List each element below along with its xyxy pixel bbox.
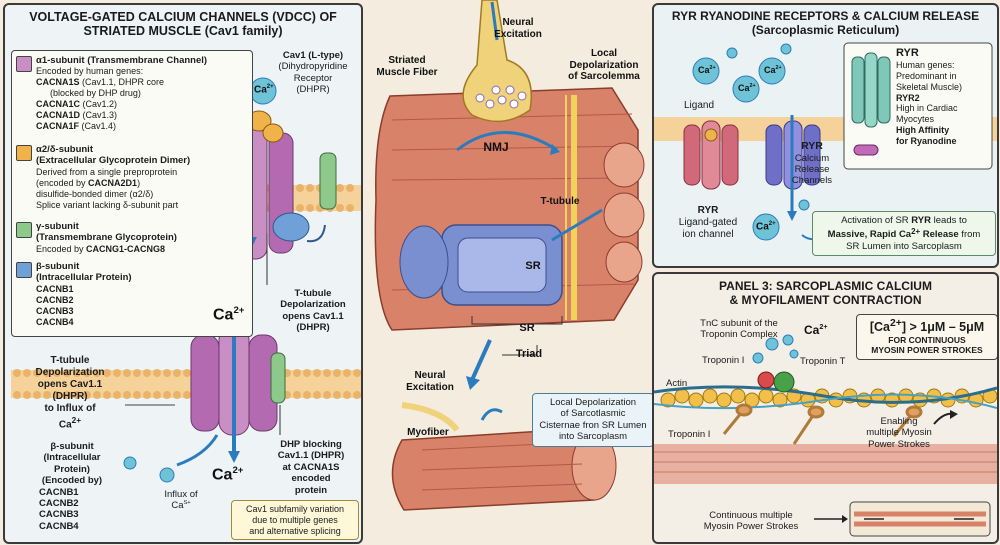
ryr-ca-3: Ca2+: [764, 65, 782, 75]
ryr-illustration: [654, 42, 997, 241]
ryr-activation-box: Activation of SR RYR leads to Massive, R…: [812, 211, 996, 257]
myofilament-illustration: [654, 334, 997, 537]
cav1-label: Cav1 (L-type) (Dihydropyridine Receptor …: [278, 50, 348, 96]
enabling-power-strokes-label: Enabling multiple Myosin Power Strokes: [866, 416, 932, 450]
vdcc-illustration: [11, 77, 361, 483]
vdcc-panel: VOLTAGE-GATED CALCIUM CHANNELS (VDCC) OF…: [3, 3, 363, 544]
myofiber-label: Myofiber: [407, 427, 449, 438]
troponin-i-top-label: Troponin I: [702, 355, 745, 366]
beta-swatch: [16, 262, 32, 278]
tnc-label: TnC subunit of the Troponin Complex: [700, 318, 778, 341]
influx-label: Influx of CaS+: [164, 489, 198, 512]
alpha2-delta-swatch: [16, 145, 32, 161]
calcium-concentration-box: [Ca2+] > 1μM – 5μM FOR CONTINUOUS MYOSIN…: [856, 314, 997, 360]
ryr-ca-4: Ca2+: [756, 221, 776, 233]
vdcc-title: VOLTAGE-GATED CALCIUM CHANNELS (VDCC) OF…: [29, 10, 337, 39]
myofilament-title: PANEL 3: SARCOPLASMIC CALCIUM & MYOFILAM…: [719, 279, 932, 307]
legend-gamma: γ-subunit (Transmembrane Glycoprotein) E…: [16, 221, 248, 255]
ryr-info-box: RYR Human genes: Predominant in Skeletal…: [896, 47, 963, 146]
ryr-title: RYR RYANODINE RECEPTORS & CALCIUM RELEAS…: [671, 9, 980, 37]
ligand-label: Ligand: [684, 100, 715, 111]
panel3-ca: Ca2+: [804, 322, 828, 337]
actin-label: Actin: [666, 378, 688, 389]
ttubule-depol-right: T-tubule Depolarization opens Cav1.1 (DH…: [280, 288, 346, 334]
legend-alpha2-delta: α2/δ-subunit (Extracellular Glycoprotein…: [16, 144, 248, 211]
troponin-i-bottom-label: Troponin I: [668, 429, 711, 440]
cav1-footnote: Cav1 subfamily variation due to multiple…: [231, 500, 359, 541]
sr-label-2: SR: [519, 322, 535, 334]
ryr-ca-1: Ca2+: [698, 65, 716, 75]
ryr-panel: RYR RYANODINE RECEPTORS & CALCIUM RELEAS…: [652, 3, 999, 268]
ryr-ca-2: Ca2+: [738, 83, 756, 93]
ryr-channels-label: RYR Calcium Release Channels: [791, 140, 833, 187]
alpha1-swatch: [16, 56, 32, 72]
dhp-block-label: DHP blocking Cav1.1 (DHPR) at CACNA1S en…: [277, 439, 345, 496]
troponin-t-label: Troponin T: [800, 356, 846, 367]
legend-alpha1: α1-subunit (Transmembrane Channel) Encod…: [16, 55, 248, 132]
subunit-legend: α1-subunit (Transmembrane Channel) Encod…: [11, 50, 253, 337]
myofilament-panel: PANEL 3: SARCOPLASMIC CALCIUM & MYOFILAM…: [652, 272, 999, 544]
gamma-swatch: [16, 222, 32, 238]
legend-beta: β-subunit (Intracellular Protein) CACNB1…: [16, 261, 248, 328]
muscle-fiber-illustration: [374, 0, 645, 511]
ryr-ligand-gated-label: RYR Ligand-gated ion channel: [678, 205, 738, 240]
ttubule-label: T-tubule: [540, 196, 580, 207]
ttubule-depol-left: T-tubule Depolarization opens Cav1.1 (DH…: [35, 355, 105, 431]
sr-label-1: SR: [525, 260, 541, 272]
ca-ion-bottom: Ca2+: [212, 465, 244, 484]
triad-label: Triad: [515, 348, 543, 360]
continuous-power-strokes-label: Continuous multiple Myosin Power Strokes: [703, 510, 799, 533]
ca-ion-top: Ca2+: [254, 84, 274, 96]
ca-ion-mid: Ca2+: [213, 305, 245, 324]
beta-subunit-lower: β-subunit (Intracellular Protein) (Encod…: [39, 441, 103, 532]
nmj-label: NMJ: [483, 140, 509, 154]
